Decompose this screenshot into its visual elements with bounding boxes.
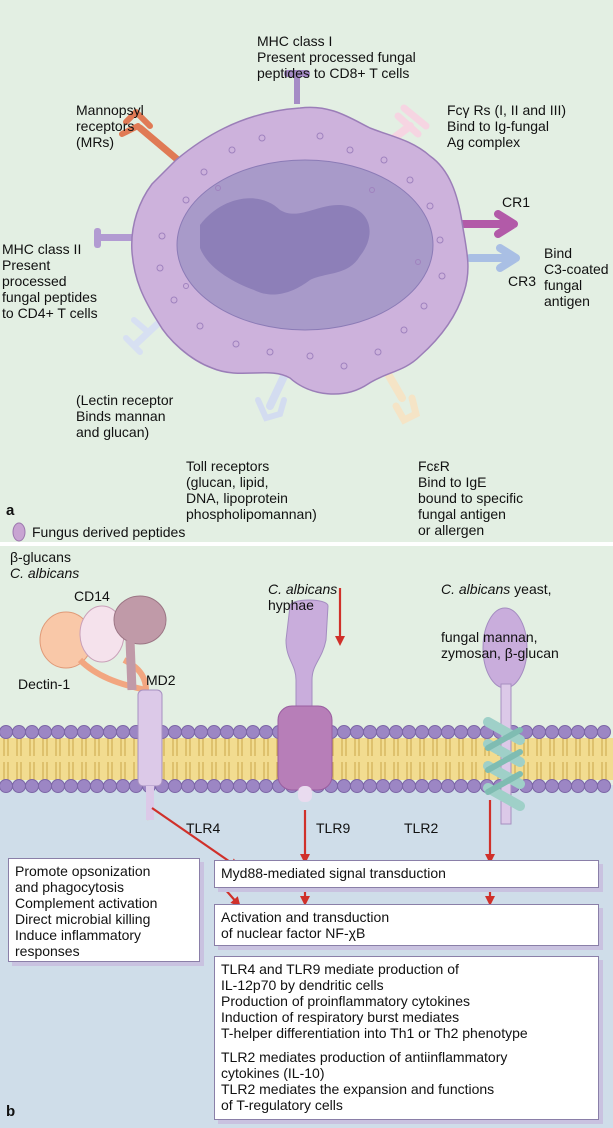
toll-receptor-label: Toll receptors(glucan, lipid,DNA, lipopr…: [186, 458, 317, 522]
signal-arrows: [151, 588, 495, 908]
tlr4-label: TLR4: [186, 820, 221, 836]
tlr2-label: TLR2: [404, 820, 439, 836]
tlr9-label: TLR9: [316, 820, 351, 836]
dectin-1-label: Dectin-1: [18, 676, 71, 692]
fc-epsilon-receptor: [384, 370, 421, 425]
md2-label: MD2: [146, 672, 176, 688]
cr3-label: CR3: [508, 273, 537, 289]
tlr4-receptor: [113, 595, 167, 820]
yeast-label: C. albicans yeast, fungal mannan,zymosan…: [441, 581, 559, 661]
mannose-receptor: [119, 109, 182, 164]
cr1-receptor: [458, 210, 518, 238]
nucleus-chromatin: [200, 198, 370, 295]
beta-glucans-label: β-glucans: [10, 549, 71, 565]
cr1-label: CR1: [502, 194, 531, 210]
mhc-class-ii-receptor: [94, 228, 138, 248]
toll-receptor: [255, 368, 290, 422]
cd14-label: CD14: [74, 588, 110, 604]
mhc-class-i-receptor: [284, 70, 310, 104]
tlr2-receptor: [482, 607, 528, 825]
legend-swatch: [12, 522, 26, 542]
tlr9-receptor: [277, 599, 333, 802]
legend-label: Fungus derived peptides: [32, 524, 186, 540]
cell-vesicles: [156, 132, 446, 370]
myd88-box: Myd88-mediated signal transduction: [214, 860, 599, 888]
c-albicans-label: C. albicans: [10, 565, 80, 581]
cr3-receptor: [466, 244, 520, 272]
panel-a-letter: a: [6, 502, 15, 519]
panel-b-letter: b: [6, 1103, 16, 1120]
